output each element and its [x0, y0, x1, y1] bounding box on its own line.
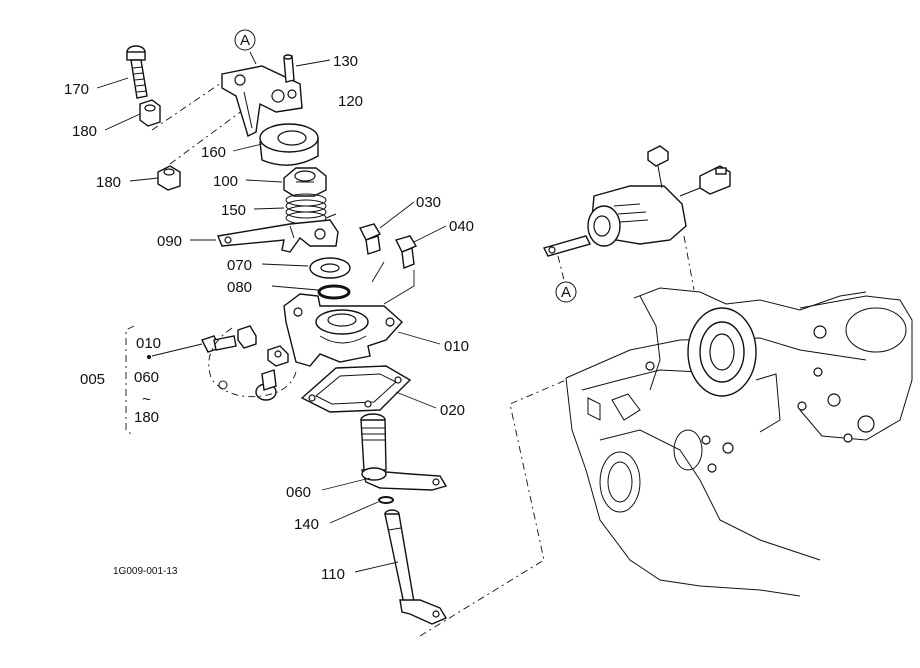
kit-loop [208, 327, 297, 398]
label-180-mid: 180 [96, 174, 121, 191]
svg-text:A: A [240, 32, 250, 49]
kit-range-to: 180 [134, 409, 159, 426]
kit-number: 005 [80, 371, 105, 388]
screw-010-left [201, 335, 237, 353]
label-100: 100 [213, 173, 238, 190]
label-150: 150 [221, 202, 246, 219]
label-020: 020 [440, 402, 465, 419]
nut-small-b [267, 345, 289, 367]
label-170: 170 [64, 81, 89, 98]
svg-text:A: A [561, 284, 571, 301]
seal-070 [309, 257, 351, 279]
bolt-170 [126, 45, 148, 99]
housing-010 [283, 293, 403, 367]
shaft-link-line [419, 379, 567, 637]
label-160: 160 [201, 144, 226, 161]
label-010: 010 [444, 338, 469, 355]
engine-block: A [542, 145, 913, 597]
label-130: 130 [333, 53, 358, 70]
kit-005-group: 005 010 060 ~ 180 [80, 325, 161, 437]
pin-130 [283, 54, 295, 83]
callout-a-top: A [234, 29, 257, 65]
label-030: 030 [416, 194, 441, 211]
nut-180-top [139, 99, 161, 127]
assembly-line-b [169, 95, 263, 165]
shaft-060 [360, 413, 448, 491]
gasket-020 [300, 365, 412, 413]
label-040: 040 [449, 218, 474, 235]
callout-a-right: A [555, 255, 577, 303]
label-090: 090 [157, 233, 182, 250]
pin-dot [218, 380, 228, 390]
lever-090 [217, 219, 339, 253]
nut-180-mid [157, 165, 181, 191]
label-070: 070 [227, 257, 252, 274]
label-080: 080 [227, 279, 252, 296]
drawing-code: 1G009-001-13 [113, 566, 178, 577]
bolt-040 [394, 235, 418, 269]
washer-140 [378, 496, 394, 504]
collar-160 [259, 123, 319, 166]
solenoid-actuator [542, 145, 731, 257]
nut-100 [283, 167, 327, 197]
nut-small-a [237, 325, 257, 349]
o-ring-080 [317, 284, 351, 300]
kit-range-from: 010 [136, 335, 161, 352]
label-060: 060 [286, 484, 311, 501]
label-180-top: 180 [72, 123, 97, 140]
kit-range-tilde: ~ [142, 391, 151, 408]
bolt-030 [358, 223, 382, 255]
shaft-110 [384, 509, 448, 625]
kit-range-middle: 060 [134, 369, 159, 386]
lever-120 [221, 65, 303, 137]
label-140: 140 [294, 516, 319, 533]
label-110: 110 [321, 566, 345, 583]
label-120: 120 [338, 93, 363, 110]
